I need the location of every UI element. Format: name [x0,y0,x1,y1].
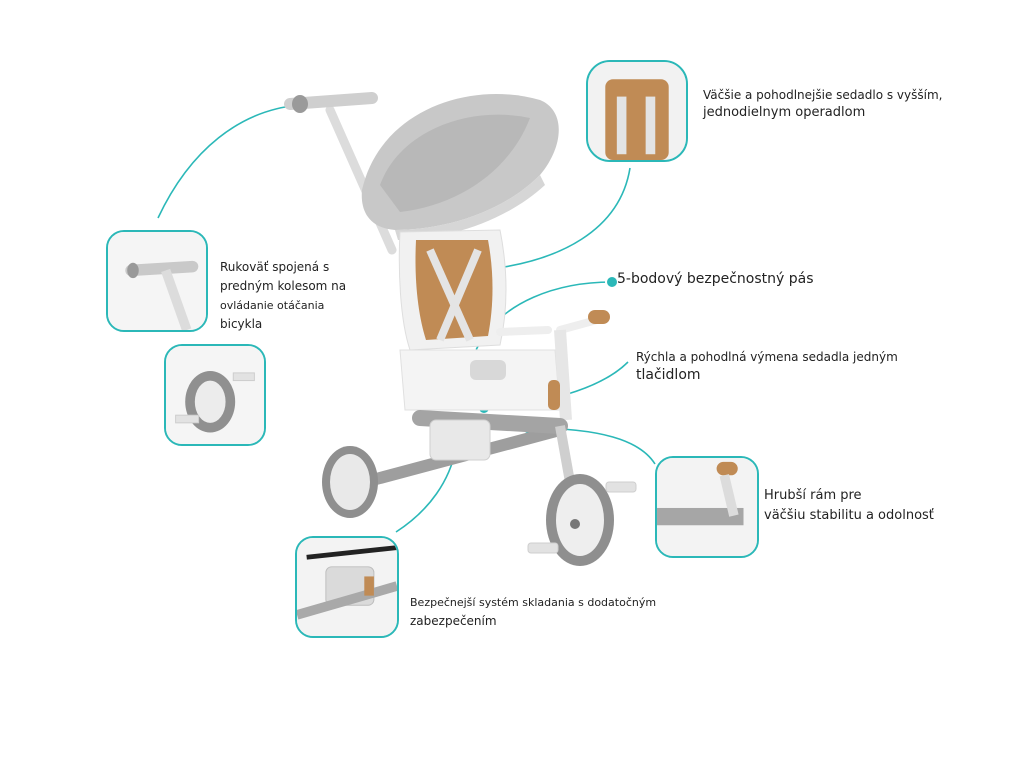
callout-handle-line-4: bicykla [220,317,263,331]
front-wheel [546,474,614,566]
thumb-seat-detail [586,60,688,162]
callout-frame-line-2: väčšiu stabilitu a odolnosť [764,508,934,523]
callout-seat-button-line-1: Rýchla a pohodlná výmena sedadla jedným [636,350,898,364]
canopy [361,94,559,240]
footrest-right [605,481,637,493]
callout-fold-line-1: Bezpečnejší systém skladania s dodatočný… [410,596,657,609]
thumb-frame-detail [655,456,759,558]
callout-fold: Bezpečnejší systém skladania s dodatočný… [410,594,656,630]
callout-seat-line-1: Väčšie a pohodlnejšie sedadlo s vyšším, [703,88,943,102]
callout-fold-line-2: zabezpečením [410,614,497,628]
callout-frame-line-1: Hrubší rám pre [764,488,862,503]
connector-seat [481,167,631,271]
connector-handle [157,104,301,219]
callout-harness-line-1: 5-bodový bezpečnostný pás [617,271,814,287]
rear-wheel [322,446,378,518]
thumb-fold-detail [295,536,399,638]
callout-harness: 5-bodový bezpečnostný pás [617,270,814,288]
callout-seat: Väčšie a pohodlnejšie sedadlo s vyšším, … [703,86,942,122]
seat [398,229,561,411]
thumb-handle-detail [106,230,208,332]
footrest-left [527,542,559,554]
frame [344,410,580,511]
front-handlebar [496,310,610,421]
callout-handle-line-2: predným kolesom na [220,279,347,293]
callout-handle-line-3: ovládanie otáčania [220,299,325,312]
callout-handle-line-1: Rukoväť spojená s [220,260,330,274]
callout-seat-button: Rýchla a pohodlná výmena sedadla jedným … [636,348,898,384]
callout-seat-button-line-2: tlačidlom [636,367,701,383]
callout-handle: Rukoväť spojená s predným kolesom na ovl… [220,258,346,334]
callout-seat-line-2: jednodielnym operadlom [703,105,866,120]
thumb-front-wheel-detail [164,344,266,446]
dot-harness [605,275,619,289]
callout-frame: Hrubší rám pre väčšiu stabilitu a odolno… [764,486,934,526]
